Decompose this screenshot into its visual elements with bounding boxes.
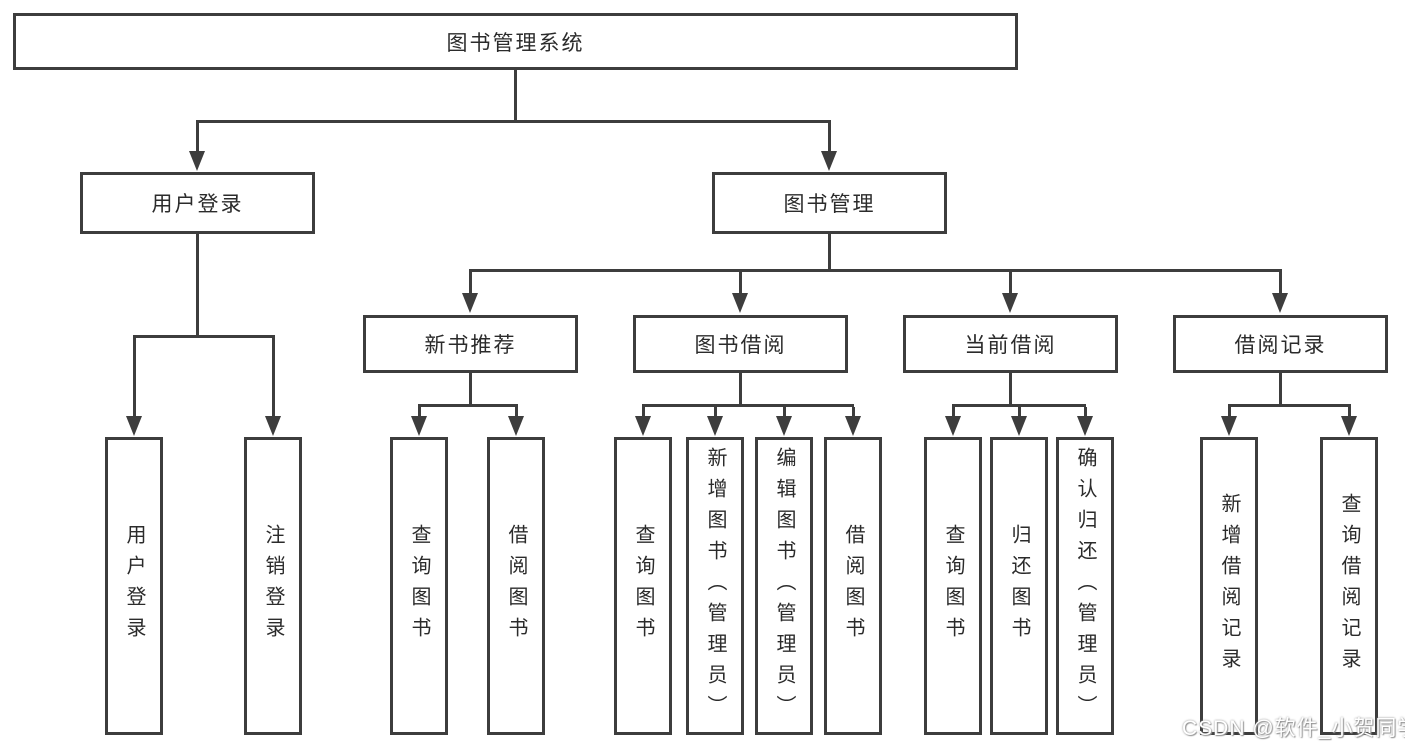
connector-line bbox=[739, 373, 742, 406]
arrow-down-icon bbox=[732, 293, 748, 313]
connector-line bbox=[196, 234, 199, 337]
connector-line bbox=[515, 407, 518, 416]
leaf-query-books-borrow: 查询图书 bbox=[614, 437, 672, 735]
node-label: 查询图书 bbox=[408, 524, 430, 648]
connector-line bbox=[952, 404, 1086, 407]
connector-line bbox=[418, 407, 421, 416]
arrow-down-icon bbox=[1011, 416, 1027, 436]
arrow-down-icon bbox=[1002, 293, 1018, 313]
node-label: 当前借阅 bbox=[964, 334, 1057, 357]
csdn-watermark: CSDN @软件_小贺同学 bbox=[1182, 717, 1405, 740]
leaf-query-books-recommend: 查询图书 bbox=[390, 437, 448, 735]
node-label: 图书借阅 bbox=[694, 334, 787, 357]
connector-line bbox=[418, 404, 518, 407]
node-label: 借阅记录 bbox=[1234, 334, 1327, 357]
node-user-login: 用户登录 bbox=[80, 172, 315, 234]
connector-line bbox=[1279, 272, 1282, 294]
arrow-down-icon bbox=[707, 416, 723, 436]
connector-line bbox=[1084, 407, 1087, 416]
arrow-down-icon bbox=[1272, 293, 1288, 313]
node-new-book-recommend: 新书推荐 bbox=[363, 315, 578, 373]
leaf-edit-books-admin: 编辑图书（管理员） bbox=[755, 437, 813, 735]
arrow-down-icon bbox=[189, 151, 205, 171]
connector-line bbox=[196, 123, 199, 152]
connector-line bbox=[852, 407, 855, 416]
leaf-borrow-books: 借阅图书 bbox=[824, 437, 882, 735]
arrow-down-icon bbox=[945, 416, 961, 436]
connector-line bbox=[469, 373, 472, 406]
node-label: 查询图书 bbox=[942, 524, 964, 648]
leaf-return-books: 归还图书 bbox=[990, 437, 1048, 735]
node-borrow-record: 借阅记录 bbox=[1173, 315, 1388, 373]
connector-line bbox=[514, 70, 517, 122]
leaf-logout: 注销登录 bbox=[244, 437, 302, 735]
arrow-down-icon bbox=[1341, 416, 1357, 436]
connector-line bbox=[196, 120, 831, 123]
node-label: 编辑图书（管理员） bbox=[773, 446, 795, 726]
leaf-confirm-return-admin: 确认归还（管理员） bbox=[1056, 437, 1114, 735]
node-label: 确认归还（管理员） bbox=[1074, 446, 1096, 726]
connector-line bbox=[1228, 404, 1351, 407]
node-book-management: 图书管理 bbox=[712, 172, 947, 234]
node-label: 新增图书（管理员） bbox=[704, 446, 726, 726]
connector-line bbox=[714, 407, 717, 416]
node-library-management-system: 图书管理系统 bbox=[13, 13, 1018, 70]
connector-line bbox=[272, 338, 275, 416]
connector-line bbox=[828, 234, 831, 271]
node-label: 新增借阅记录 bbox=[1218, 493, 1240, 679]
node-label: 归还图书 bbox=[1008, 524, 1030, 648]
connector-line bbox=[642, 407, 645, 416]
node-label: 借阅图书 bbox=[505, 524, 527, 648]
node-label: 用户登录 bbox=[123, 524, 145, 648]
connector-line bbox=[783, 407, 786, 416]
connector-line bbox=[828, 123, 831, 152]
arrow-down-icon bbox=[845, 416, 861, 436]
node-current-borrow: 当前借阅 bbox=[903, 315, 1118, 373]
connector-line bbox=[739, 272, 742, 294]
connector-line bbox=[1228, 407, 1231, 416]
connector-line bbox=[133, 338, 136, 416]
arrow-down-icon bbox=[1077, 416, 1093, 436]
arrow-down-icon bbox=[462, 293, 478, 313]
arrow-down-icon bbox=[635, 416, 651, 436]
node-label: 用户登录 bbox=[151, 193, 244, 216]
leaf-query-books-current: 查询图书 bbox=[924, 437, 982, 735]
arrow-down-icon bbox=[265, 416, 281, 436]
arrow-down-icon bbox=[1221, 416, 1237, 436]
node-label: 查询图书 bbox=[632, 524, 654, 648]
connector-line bbox=[1009, 272, 1012, 294]
leaf-add-books-admin: 新增图书（管理员） bbox=[686, 437, 744, 735]
leaf-query-borrow-record: 查询借阅记录 bbox=[1320, 437, 1378, 735]
arrow-down-icon bbox=[821, 151, 837, 171]
node-label: 图书管理系统 bbox=[446, 31, 585, 55]
connector-line bbox=[1009, 373, 1012, 406]
arrow-down-icon bbox=[126, 416, 142, 436]
node-label: 新书推荐 bbox=[424, 334, 517, 357]
connector-line bbox=[469, 269, 1282, 272]
leaf-borrow-books-recommend: 借阅图书 bbox=[487, 437, 545, 735]
connector-line bbox=[952, 407, 955, 416]
arrow-down-icon bbox=[411, 416, 427, 436]
node-book-borrow: 图书借阅 bbox=[633, 315, 848, 373]
connector-line bbox=[642, 404, 854, 407]
arrow-down-icon bbox=[776, 416, 792, 436]
node-label: 查询借阅记录 bbox=[1338, 493, 1360, 679]
connector-line bbox=[1279, 373, 1282, 406]
node-label: 注销登录 bbox=[262, 524, 284, 648]
connector-line bbox=[469, 272, 472, 294]
connector-line bbox=[1348, 407, 1351, 416]
connector-line bbox=[1018, 407, 1021, 416]
leaf-user-login: 用户登录 bbox=[105, 437, 163, 735]
arrow-down-icon bbox=[508, 416, 524, 436]
connector-line bbox=[133, 335, 275, 338]
leaf-add-borrow-record: 新增借阅记录 bbox=[1200, 437, 1258, 735]
node-label: 借阅图书 bbox=[842, 524, 864, 648]
node-label: 图书管理 bbox=[783, 193, 876, 216]
